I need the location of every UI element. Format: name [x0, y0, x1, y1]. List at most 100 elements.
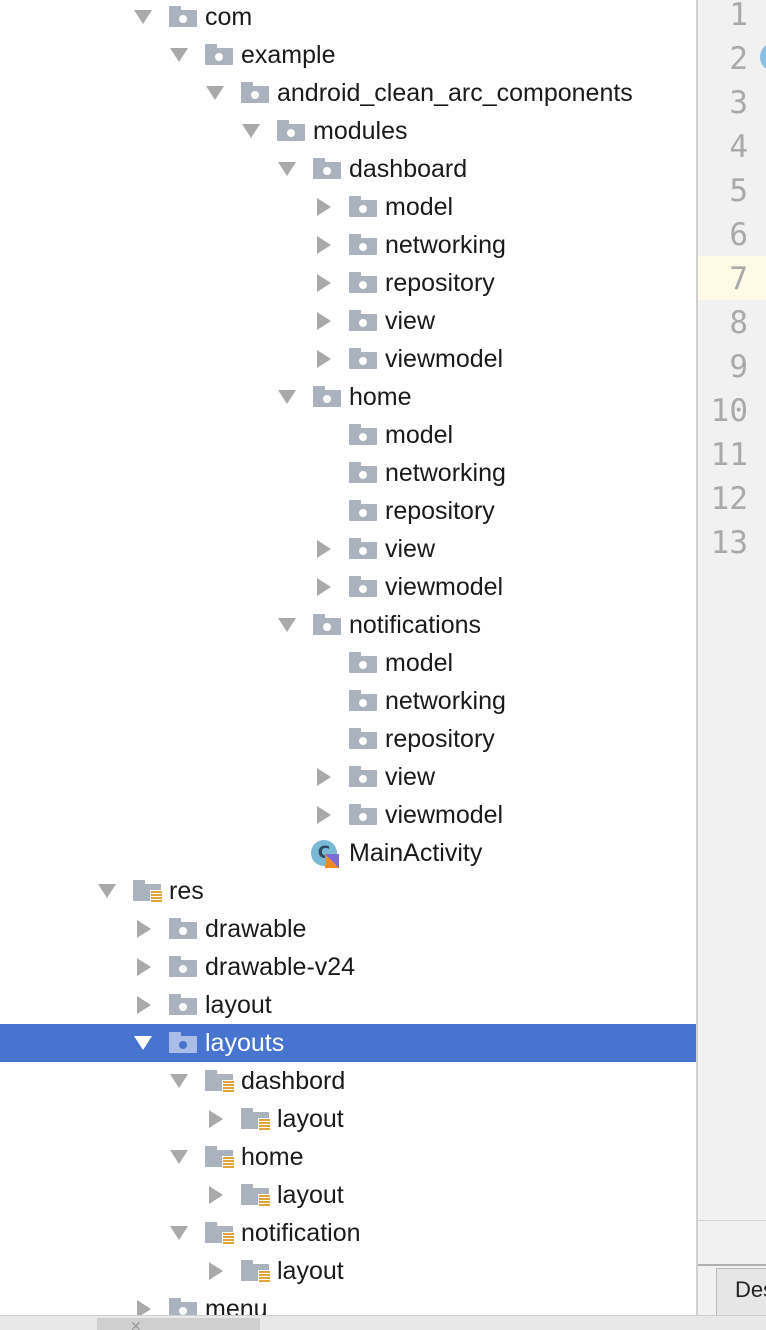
tree-item[interactable]: com — [0, 0, 696, 36]
tree-item[interactable]: menu — [0, 1290, 696, 1315]
tree-item[interactable]: layout — [0, 1176, 696, 1214]
collapse-arrow-icon[interactable] — [277, 150, 297, 188]
expand-arrow-icon[interactable] — [313, 226, 333, 264]
collapse-arrow-icon[interactable] — [97, 872, 117, 910]
line-number[interactable]: 6 — [729, 217, 748, 253]
tree-item[interactable]: drawable — [0, 910, 696, 948]
expand-arrow-icon[interactable] — [313, 340, 333, 378]
tree-item[interactable]: layout — [0, 1100, 696, 1138]
tree-item[interactable]: modules — [0, 112, 696, 150]
expand-arrow-icon[interactable] — [313, 188, 333, 226]
tree-item[interactable]: layout — [0, 1252, 696, 1290]
tree-item-label: layout — [277, 1181, 344, 1209]
resource-folder-icon — [205, 1070, 235, 1093]
expand-arrow-icon[interactable] — [205, 1252, 225, 1290]
tree-item[interactable]: networking — [0, 226, 696, 264]
collapse-arrow-icon[interactable] — [169, 1062, 189, 1100]
tree-item-label: model — [385, 649, 454, 677]
package-folder-icon — [349, 728, 377, 750]
line-number[interactable]: 4 — [729, 129, 748, 165]
tree-item[interactable]: networking — [0, 454, 696, 492]
tree-item[interactable]: view — [0, 302, 696, 340]
tree-item[interactable]: viewmodel — [0, 568, 696, 606]
expand-arrow-icon[interactable] — [205, 1176, 225, 1214]
collapse-arrow-icon[interactable] — [277, 606, 297, 644]
tree-item[interactable]: layout — [0, 986, 696, 1024]
tree-item[interactable]: model — [0, 644, 696, 682]
tree-item-label: drawable — [205, 915, 307, 943]
line-number[interactable]: 13 — [710, 525, 748, 561]
package-folder-icon — [349, 310, 377, 332]
tree-item[interactable]: view — [0, 758, 696, 796]
tree-item[interactable]: home — [0, 1138, 696, 1176]
tree-item-label: viewmodel — [385, 801, 504, 829]
tree-item-label: drawable-v24 — [205, 953, 356, 981]
tree-item[interactable]: model — [0, 416, 696, 454]
close-icon[interactable]: ✕ — [130, 1318, 142, 1330]
collapse-arrow-icon[interactable] — [169, 1214, 189, 1252]
gutter-marker-icon[interactable] — [760, 44, 766, 70]
tree-item[interactable]: home — [0, 378, 696, 416]
scrollbar-thumb[interactable] — [97, 1318, 260, 1330]
line-number[interactable]: 12 — [710, 481, 748, 517]
line-number[interactable]: 9 — [729, 349, 748, 385]
collapse-arrow-icon[interactable] — [169, 1138, 189, 1176]
tree-item[interactable]: view — [0, 530, 696, 568]
line-number[interactable]: 7 — [729, 261, 748, 297]
tree-item-label: res — [169, 877, 204, 905]
panel-divider[interactable] — [696, 0, 698, 1315]
tree-item[interactable]: layouts — [0, 1024, 696, 1062]
package-folder-icon — [169, 1298, 197, 1315]
tree-item[interactable]: dashbord — [0, 1062, 696, 1100]
collapse-arrow-icon[interactable] — [133, 1024, 153, 1062]
package-folder-icon — [169, 1032, 197, 1054]
package-folder-icon — [169, 918, 197, 940]
tree-item[interactable]: model — [0, 188, 696, 226]
collapse-arrow-icon[interactable] — [277, 378, 297, 416]
line-number[interactable]: 5 — [729, 173, 748, 209]
tree-item[interactable]: example — [0, 36, 696, 74]
collapse-arrow-icon[interactable] — [205, 74, 225, 112]
expand-arrow-icon[interactable] — [133, 1290, 153, 1315]
collapse-arrow-icon[interactable] — [169, 36, 189, 74]
expand-arrow-icon[interactable] — [313, 530, 333, 568]
package-folder-icon — [349, 690, 377, 712]
tree-item[interactable]: notifications — [0, 606, 696, 644]
tree-item[interactable]: networking — [0, 682, 696, 720]
tree-item[interactable]: notification — [0, 1214, 696, 1252]
tree-item[interactable]: viewmodel — [0, 796, 696, 834]
horizontal-scrollbar[interactable]: ✕ — [0, 1315, 766, 1330]
expand-arrow-icon[interactable] — [313, 302, 333, 340]
expand-arrow-icon[interactable] — [313, 796, 333, 834]
line-number[interactable]: 3 — [729, 85, 748, 121]
tree-item[interactable]: res — [0, 872, 696, 910]
expand-arrow-icon[interactable] — [313, 264, 333, 302]
expand-arrow-icon[interactable] — [313, 568, 333, 606]
line-number[interactable]: 1 — [729, 0, 748, 33]
tree-item[interactable]: dashboard — [0, 150, 696, 188]
expand-arrow-icon[interactable] — [133, 910, 153, 948]
line-number[interactable]: 10 — [710, 393, 748, 429]
line-number[interactable]: 8 — [729, 305, 748, 341]
collapse-arrow-icon[interactable] — [133, 0, 153, 36]
expand-arrow-icon[interactable] — [313, 758, 333, 796]
tree-item[interactable]: repository — [0, 720, 696, 758]
tree-item[interactable]: viewmodel — [0, 340, 696, 378]
tree-item[interactable]: android_clean_arc_components — [0, 74, 696, 112]
expand-arrow-icon[interactable] — [133, 948, 153, 986]
tree-item[interactable]: drawable-v24 — [0, 948, 696, 986]
package-folder-icon — [349, 234, 377, 256]
expand-arrow-icon[interactable] — [205, 1100, 225, 1138]
expand-arrow-icon[interactable] — [133, 986, 153, 1024]
package-folder-icon — [349, 348, 377, 370]
tab-design[interactable]: Des — [716, 1268, 766, 1315]
package-folder-icon — [349, 538, 377, 560]
collapse-arrow-icon[interactable] — [241, 112, 261, 150]
tree-item[interactable]: repository — [0, 492, 696, 530]
line-number[interactable]: 11 — [710, 437, 748, 473]
line-number[interactable]: 2 — [729, 41, 748, 77]
tree-item[interactable]: repository — [0, 264, 696, 302]
